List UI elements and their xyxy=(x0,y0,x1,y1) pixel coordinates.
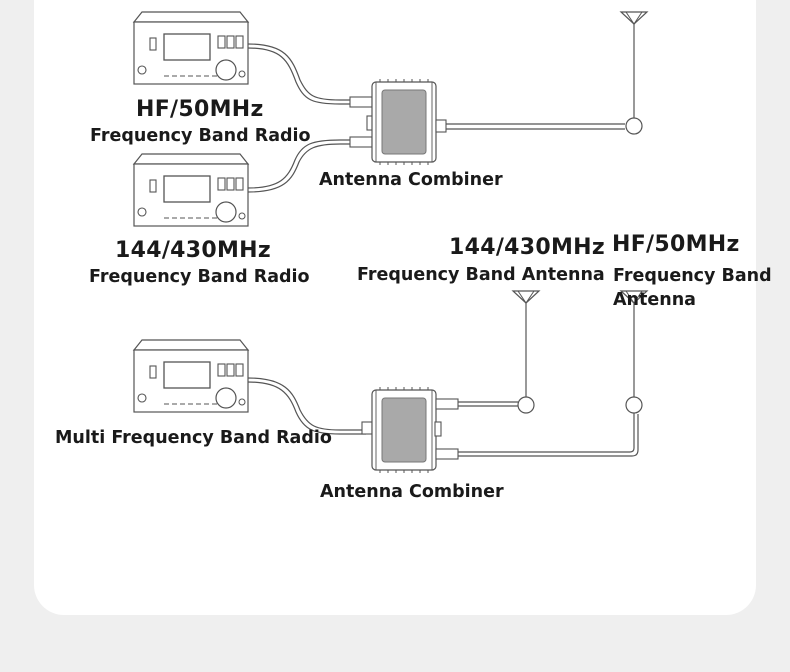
vhf-uhf-antenna-title: 144/430MHz xyxy=(449,235,605,260)
vhf-uhf-antenna-icon xyxy=(512,290,540,304)
vhf-uhf-radio-title: 144/430MHz xyxy=(115,238,271,263)
vhf-uhf-radio-icon xyxy=(133,153,249,227)
vhf-uhf-antenna-subtitle: Frequency Band Antenna xyxy=(357,265,605,285)
bottom-combiner-label: Antenna Combiner xyxy=(320,482,504,502)
hf-antenna-subtitle-line1: Frequency Band xyxy=(613,266,772,286)
multi-band-radio-label: Multi Frequency Band Radio xyxy=(55,428,332,448)
bottom-antenna-cables xyxy=(458,303,643,457)
bottom-radio-cable xyxy=(247,377,366,435)
top-antenna-combiner-icon xyxy=(371,78,437,166)
hf-antenna-subtitle-line2: Antenna xyxy=(613,290,696,310)
top-radio-cables xyxy=(247,43,372,193)
top-antenna-cable xyxy=(446,24,643,135)
multi-band-radio-icon xyxy=(133,339,249,413)
hf-radio-icon xyxy=(133,11,249,85)
top-antenna-icon xyxy=(620,11,648,25)
hf-radio-title: HF/50MHz xyxy=(136,97,264,122)
vhf-uhf-radio-subtitle: Frequency Band Radio xyxy=(89,267,310,287)
hf-antenna-title: HF/50MHz xyxy=(612,232,740,257)
top-combiner-label: Antenna Combiner xyxy=(319,170,503,190)
bottom-antenna-combiner-icon xyxy=(371,386,437,474)
hf-radio-subtitle: Frequency Band Radio xyxy=(90,126,311,146)
